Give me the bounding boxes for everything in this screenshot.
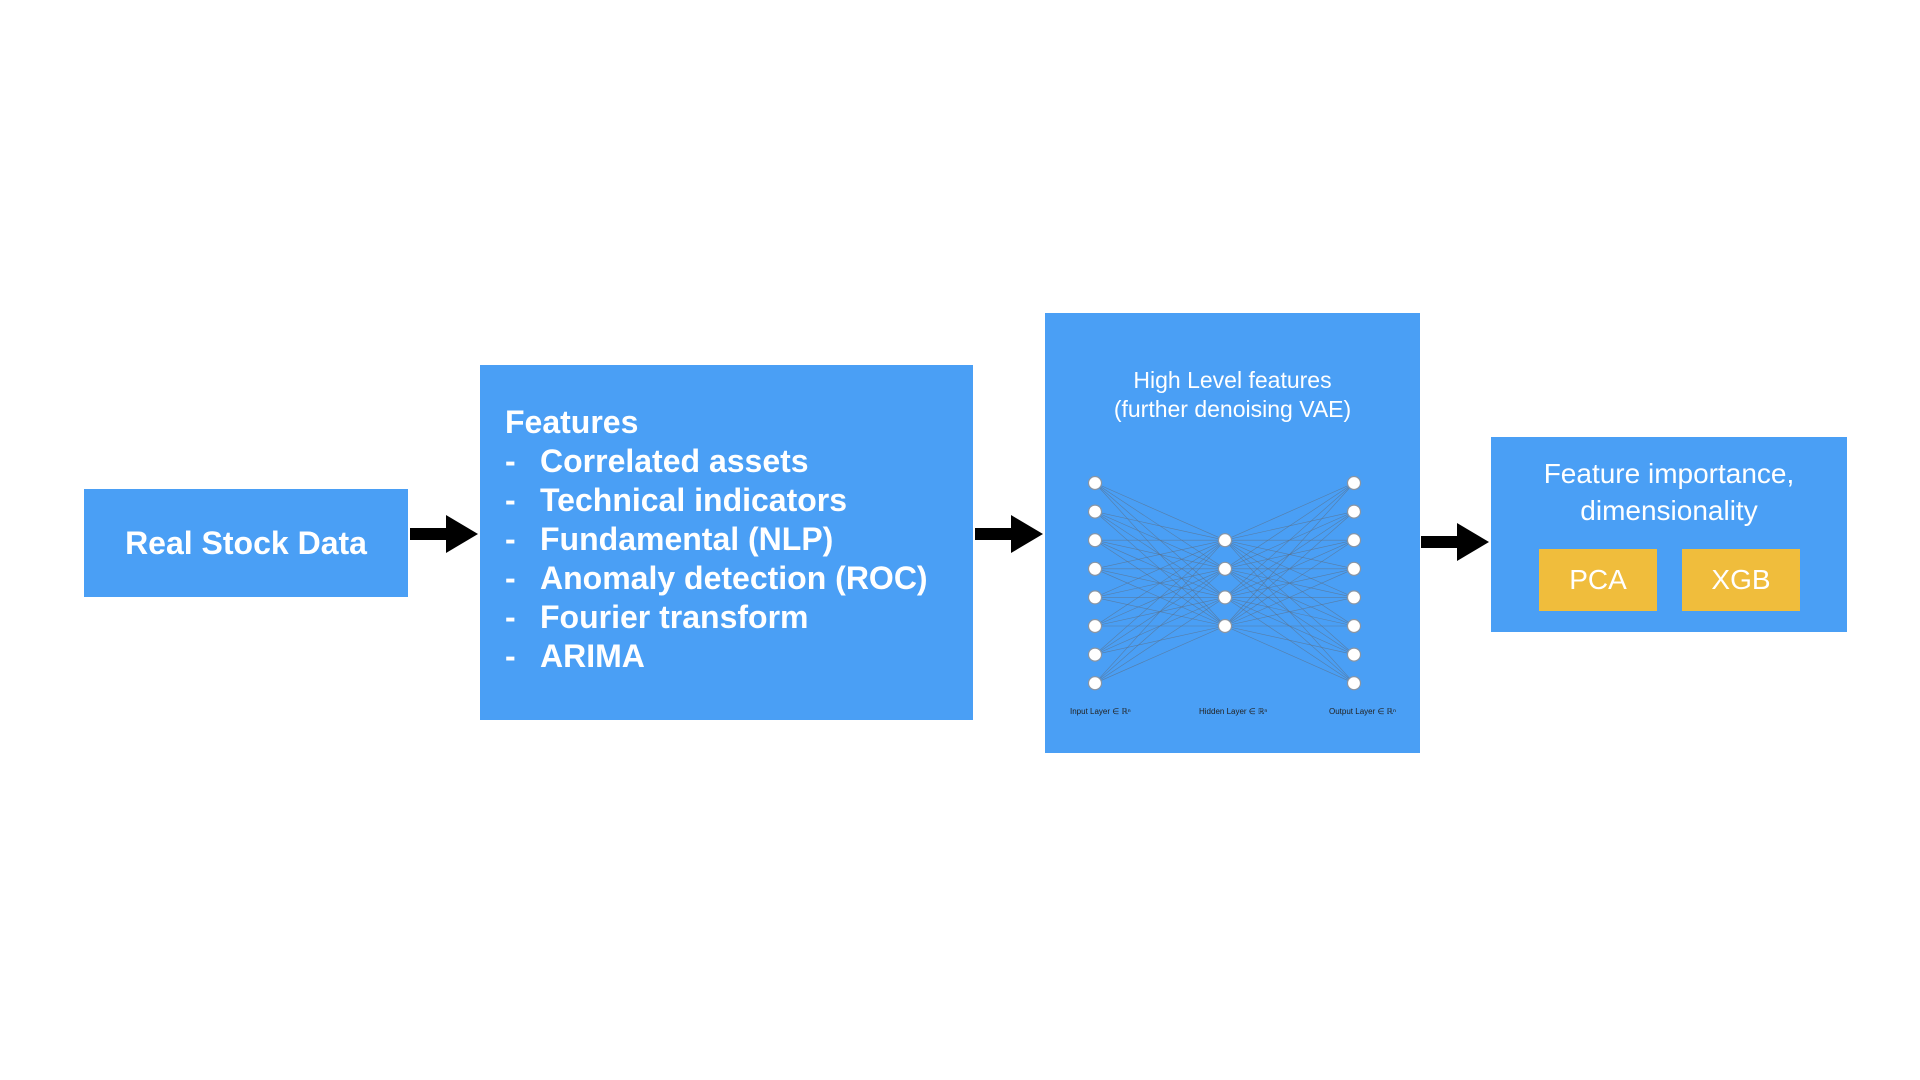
importance-title-line2: dimensionality: [1580, 495, 1758, 526]
arrow-icon: [975, 515, 1043, 553]
feature-item-label: Anomaly detection (ROC): [540, 560, 928, 596]
output-node: [1346, 676, 1362, 691]
network-edge: [1094, 511, 1226, 541]
real-stock-data-box: Real Stock Data: [84, 489, 408, 597]
network-edge: [1224, 539, 1355, 627]
arrow-icon: [1421, 523, 1489, 561]
vae-box: High Level features (further denoising V…: [1045, 313, 1420, 753]
network-edge: [1224, 482, 1355, 570]
feature-bullet: -: [505, 521, 516, 557]
arrow-icon: [410, 515, 478, 553]
feature-item: - Correlated assets: [505, 442, 973, 481]
network-edge: [1094, 568, 1226, 684]
autoencoder-network: Input Layer ∈ ℝⁿ Hidden Layer ∈ ℝⁿ Outpu…: [1070, 475, 1396, 716]
output-node: [1346, 475, 1362, 491]
feature-item: - Fourier transform: [505, 598, 973, 637]
network-edge: [1224, 482, 1355, 598]
network-edge: [1094, 539, 1226, 684]
feature-bullet: -: [505, 560, 516, 596]
feature-importance-box: Feature importance, dimensionality PCA X…: [1491, 437, 1847, 632]
output-node: [1346, 561, 1362, 576]
pca-chip: PCA: [1539, 549, 1657, 611]
importance-title-line1: Feature importance,: [1543, 458, 1795, 489]
feature-item-label: Correlated assets: [540, 443, 809, 479]
input-layer-label: Input Layer ∈ ℝⁿ: [1070, 707, 1131, 716]
input-node: [1087, 676, 1103, 691]
vae-title-line1: High Level features: [1133, 367, 1332, 393]
feature-bullet: -: [505, 599, 516, 635]
network-edge: [1094, 597, 1226, 684]
network-edge: [1224, 625, 1355, 684]
vae-title-line2: (further denoising VAE): [1113, 396, 1352, 422]
input-node: [1087, 561, 1103, 576]
feature-item: - Fundamental (NLP): [505, 520, 973, 559]
network-edge: [1224, 482, 1355, 541]
network-edge: [1224, 511, 1355, 627]
features-title: Features: [505, 404, 639, 440]
network-edge: [1094, 539, 1226, 655]
real-stock-data-label: Real Stock Data: [125, 524, 367, 561]
output-node: [1346, 504, 1362, 519]
output-layer-label: Output Layer ∈ ℝⁿ: [1329, 707, 1396, 716]
feature-item-label: Fourier transform: [540, 599, 809, 635]
input-node: [1087, 533, 1103, 548]
feature-item-label: ARIMA: [540, 638, 645, 674]
features-box: Features - Correlated assets - Technical…: [480, 365, 973, 720]
feature-bullet: -: [505, 638, 516, 674]
hidden-node: [1217, 618, 1233, 634]
feature-bullet: -: [505, 482, 516, 518]
network-edge: [1094, 539, 1226, 570]
network-edge: [1094, 482, 1226, 541]
input-node: [1087, 504, 1103, 519]
input-node: [1087, 590, 1103, 605]
output-node: [1346, 533, 1362, 548]
network-edge: [1224, 568, 1355, 627]
network-edge: [1224, 482, 1355, 627]
input-node: [1087, 647, 1103, 662]
output-node: [1346, 618, 1362, 634]
output-node: [1346, 590, 1362, 605]
feature-item: - Anomaly detection (ROC): [505, 559, 973, 598]
feature-bullet: -: [505, 443, 516, 479]
network-edge: [1094, 539, 1226, 598]
network-edge: [1224, 625, 1355, 655]
hidden-node: [1217, 590, 1233, 605]
input-node: [1087, 618, 1103, 634]
feature-item: - ARIMA: [505, 637, 973, 676]
feature-item: - Technical indicators: [505, 481, 973, 520]
network-edge: [1094, 625, 1226, 684]
network-edge: [1224, 597, 1355, 627]
output-node: [1346, 647, 1362, 662]
network-edge: [1094, 539, 1226, 627]
input-node: [1087, 475, 1103, 491]
feature-importance-title: Feature importance, dimensionality: [1491, 455, 1847, 529]
hidden-node: [1217, 533, 1233, 548]
hidden-layer-label: Hidden Layer ∈ ℝⁿ: [1199, 707, 1267, 716]
hidden-node: [1217, 561, 1233, 576]
feature-item-label: Fundamental (NLP): [540, 521, 834, 557]
xgb-chip: XGB: [1682, 549, 1800, 611]
vae-title: High Level features (further denoising V…: [1045, 366, 1420, 424]
feature-item-label: Technical indicators: [540, 482, 848, 518]
